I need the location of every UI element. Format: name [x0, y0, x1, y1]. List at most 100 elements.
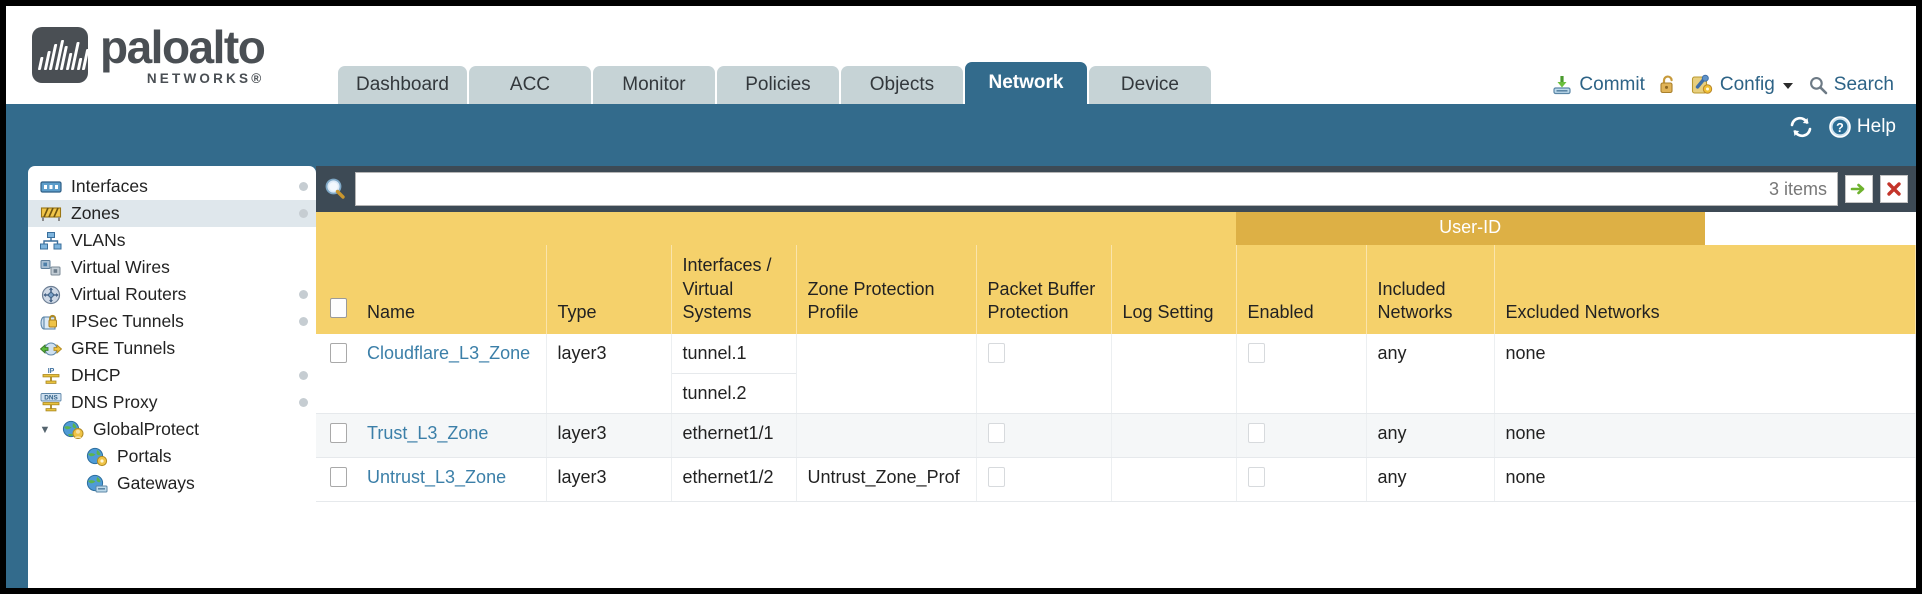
zones-content-pane: 3 items	[316, 166, 1916, 588]
sidebar-item-ipsec-tunnels[interactable]: IPSec Tunnels	[28, 308, 316, 335]
sidebar-item-gateways[interactable]: Gateways	[28, 470, 316, 497]
brand-tagline: NETWORKS®	[146, 71, 265, 86]
userid-enabled-checkbox[interactable]	[1247, 467, 1265, 487]
cell-userid-enabled[interactable]	[1236, 334, 1367, 414]
row-select-cell[interactable]	[316, 334, 356, 414]
tab-monitor[interactable]: Monitor	[592, 66, 715, 104]
row-select-cell[interactable]	[316, 457, 356, 502]
search-button[interactable]: Search	[1808, 74, 1894, 96]
packet-buffer-protection-checkbox[interactable]	[987, 423, 1005, 443]
cell-packet-buffer-protection[interactable]	[976, 334, 1112, 414]
sidebar-item-label: Zones	[71, 203, 120, 223]
chevron-down-icon[interactable]	[1781, 79, 1795, 91]
column-header-excluded-networks[interactable]: Excluded Networks	[1494, 244, 1916, 334]
sidebar-item-label: DNS Proxy	[71, 392, 158, 412]
row-checkbox[interactable]	[330, 467, 347, 487]
tab-device[interactable]: Device	[1088, 66, 1211, 104]
column-header-log-setting[interactable]: Log Setting	[1111, 244, 1237, 334]
zone-name-link[interactable]: Untrust_L3_Zone	[367, 467, 507, 487]
column-header-zone-protection-profile[interactable]: Zone Protection Profile	[796, 244, 977, 334]
main-tab-bar: Dashboard ACC Monitor Policies Objects N…	[338, 62, 1211, 104]
sidebar-item-label: GRE Tunnels	[71, 338, 176, 358]
svg-text:IP: IP	[48, 368, 55, 375]
cell-type: layer3	[546, 334, 672, 414]
tab-dashboard[interactable]: Dashboard	[338, 66, 467, 104]
select-all-header[interactable]	[316, 244, 356, 334]
userid-enabled-checkbox[interactable]	[1247, 423, 1265, 443]
sidebar-item-globalprotect[interactable]: ▼ GlobalProtect	[28, 416, 316, 443]
expand-collapse-icon[interactable]: ▼	[39, 423, 51, 436]
sidebar-status-dot	[299, 182, 308, 191]
cell-packet-buffer-protection[interactable]	[976, 457, 1112, 502]
sidebar-status-dot	[299, 398, 308, 407]
sidebar-item-virtual-wires[interactable]: Virtual Wires	[28, 254, 316, 281]
sidebar-item-gre-tunnels[interactable]: GRE Tunnels	[28, 335, 316, 362]
help-label: Help	[1856, 116, 1896, 137]
zone-name-link[interactable]: Cloudflare_L3_Zone	[367, 343, 531, 363]
packet-buffer-protection-checkbox[interactable]	[987, 343, 1005, 363]
zones-table-wrapper: User-ID Name Type Interfaces / Virtual S…	[316, 212, 1916, 588]
sidebar-item-label: Gateways	[117, 473, 195, 493]
sidebar-item-virtual-routers[interactable]: Virtual Routers	[28, 281, 316, 308]
filter-input[interactable]	[366, 178, 1759, 200]
portals-icon	[84, 447, 110, 467]
commit-button[interactable]: Commit	[1551, 74, 1645, 96]
sidebar-item-interfaces[interactable]: Interfaces	[28, 173, 316, 200]
cell-userid-enabled[interactable]	[1236, 457, 1367, 502]
cell-name[interactable]: Untrust_L3_Zone	[356, 457, 547, 502]
column-header-enabled[interactable]: Enabled	[1236, 244, 1367, 334]
sidebar-item-portals[interactable]: Portals	[28, 443, 316, 470]
row-select-cell[interactable]	[316, 413, 356, 458]
row-checkbox[interactable]	[330, 343, 347, 363]
group-header-userid: User-ID	[1236, 212, 1706, 245]
filter-search-icon[interactable]	[322, 176, 348, 202]
tab-objects[interactable]: Objects	[840, 66, 963, 104]
lock-button[interactable]	[1658, 74, 1678, 96]
table-row[interactable]: Untrust_L3_Zone layer3 ethernet1/2 Untru…	[316, 457, 1916, 502]
column-header-included-networks[interactable]: Included Networks	[1366, 244, 1495, 334]
cell-type: layer3	[546, 457, 672, 502]
paloalto-logo[interactable]: paloalto NETWORKS®	[32, 24, 266, 86]
cell-interfaces: tunnel.1 tunnel.2	[671, 334, 797, 414]
cell-name[interactable]: Cloudflare_L3_Zone	[356, 334, 547, 414]
interface-item: ethernet1/1	[682, 423, 774, 443]
cell-excluded-networks: none	[1494, 457, 1916, 502]
select-all-checkbox[interactable]	[330, 298, 347, 319]
filter-toolbar: 3 items	[316, 166, 1916, 212]
table-row[interactable]: Cloudflare_L3_Zone layer3 tunnel.1 tunne…	[316, 334, 1916, 414]
cell-userid-enabled[interactable]	[1236, 413, 1367, 458]
table-row[interactable]: Trust_L3_Zone layer3 ethernet1/1	[316, 413, 1916, 458]
group-header-spacer	[316, 212, 1237, 245]
filter-input-wrapper[interactable]: 3 items	[355, 172, 1838, 206]
column-header-type[interactable]: Type	[546, 244, 672, 334]
row-checkbox[interactable]	[330, 423, 347, 443]
cell-packet-buffer-protection[interactable]	[976, 413, 1112, 458]
sub-header-actions: ? Help	[1788, 115, 1896, 139]
commit-icon	[1551, 74, 1573, 96]
apply-filter-button[interactable]	[1845, 175, 1873, 203]
tab-network[interactable]: Network	[964, 62, 1087, 104]
refresh-icon[interactable]	[1788, 115, 1814, 139]
column-header-interfaces-virtual-systems[interactable]: Interfaces / Virtual Systems	[671, 244, 797, 334]
zones-table-body: Cloudflare_L3_Zone layer3 tunnel.1 tunne…	[316, 334, 1916, 502]
column-header-name[interactable]: Name	[356, 244, 547, 334]
svg-text:DNS: DNS	[44, 394, 58, 401]
cell-interfaces: ethernet1/2	[671, 457, 797, 502]
main-body: Interfaces Zones VLANs Vir	[6, 166, 1916, 588]
sidebar-item-zones[interactable]: Zones	[28, 200, 316, 227]
cell-name[interactable]: Trust_L3_Zone	[356, 413, 547, 458]
clear-filter-button[interactable]	[1880, 175, 1908, 203]
tab-acc[interactable]: ACC	[468, 66, 591, 104]
sidebar-item-vlans[interactable]: VLANs	[28, 227, 316, 254]
userid-enabled-checkbox[interactable]	[1247, 343, 1265, 363]
column-header-packet-buffer-protection[interactable]: Packet Buffer Protection	[976, 244, 1112, 334]
sidebar-item-dns-proxy[interactable]: DNS DNS Proxy	[28, 389, 316, 416]
packet-buffer-protection-checkbox[interactable]	[987, 467, 1005, 487]
zone-name-link[interactable]: Trust_L3_Zone	[367, 423, 489, 443]
header-actions: Commit	[1551, 74, 1894, 96]
config-dropdown[interactable]: Config	[1691, 74, 1795, 96]
tab-policies[interactable]: Policies	[716, 66, 839, 104]
sidebar-item-dhcp[interactable]: IP DHCP	[28, 362, 316, 389]
help-button[interactable]: ? Help	[1828, 115, 1896, 139]
